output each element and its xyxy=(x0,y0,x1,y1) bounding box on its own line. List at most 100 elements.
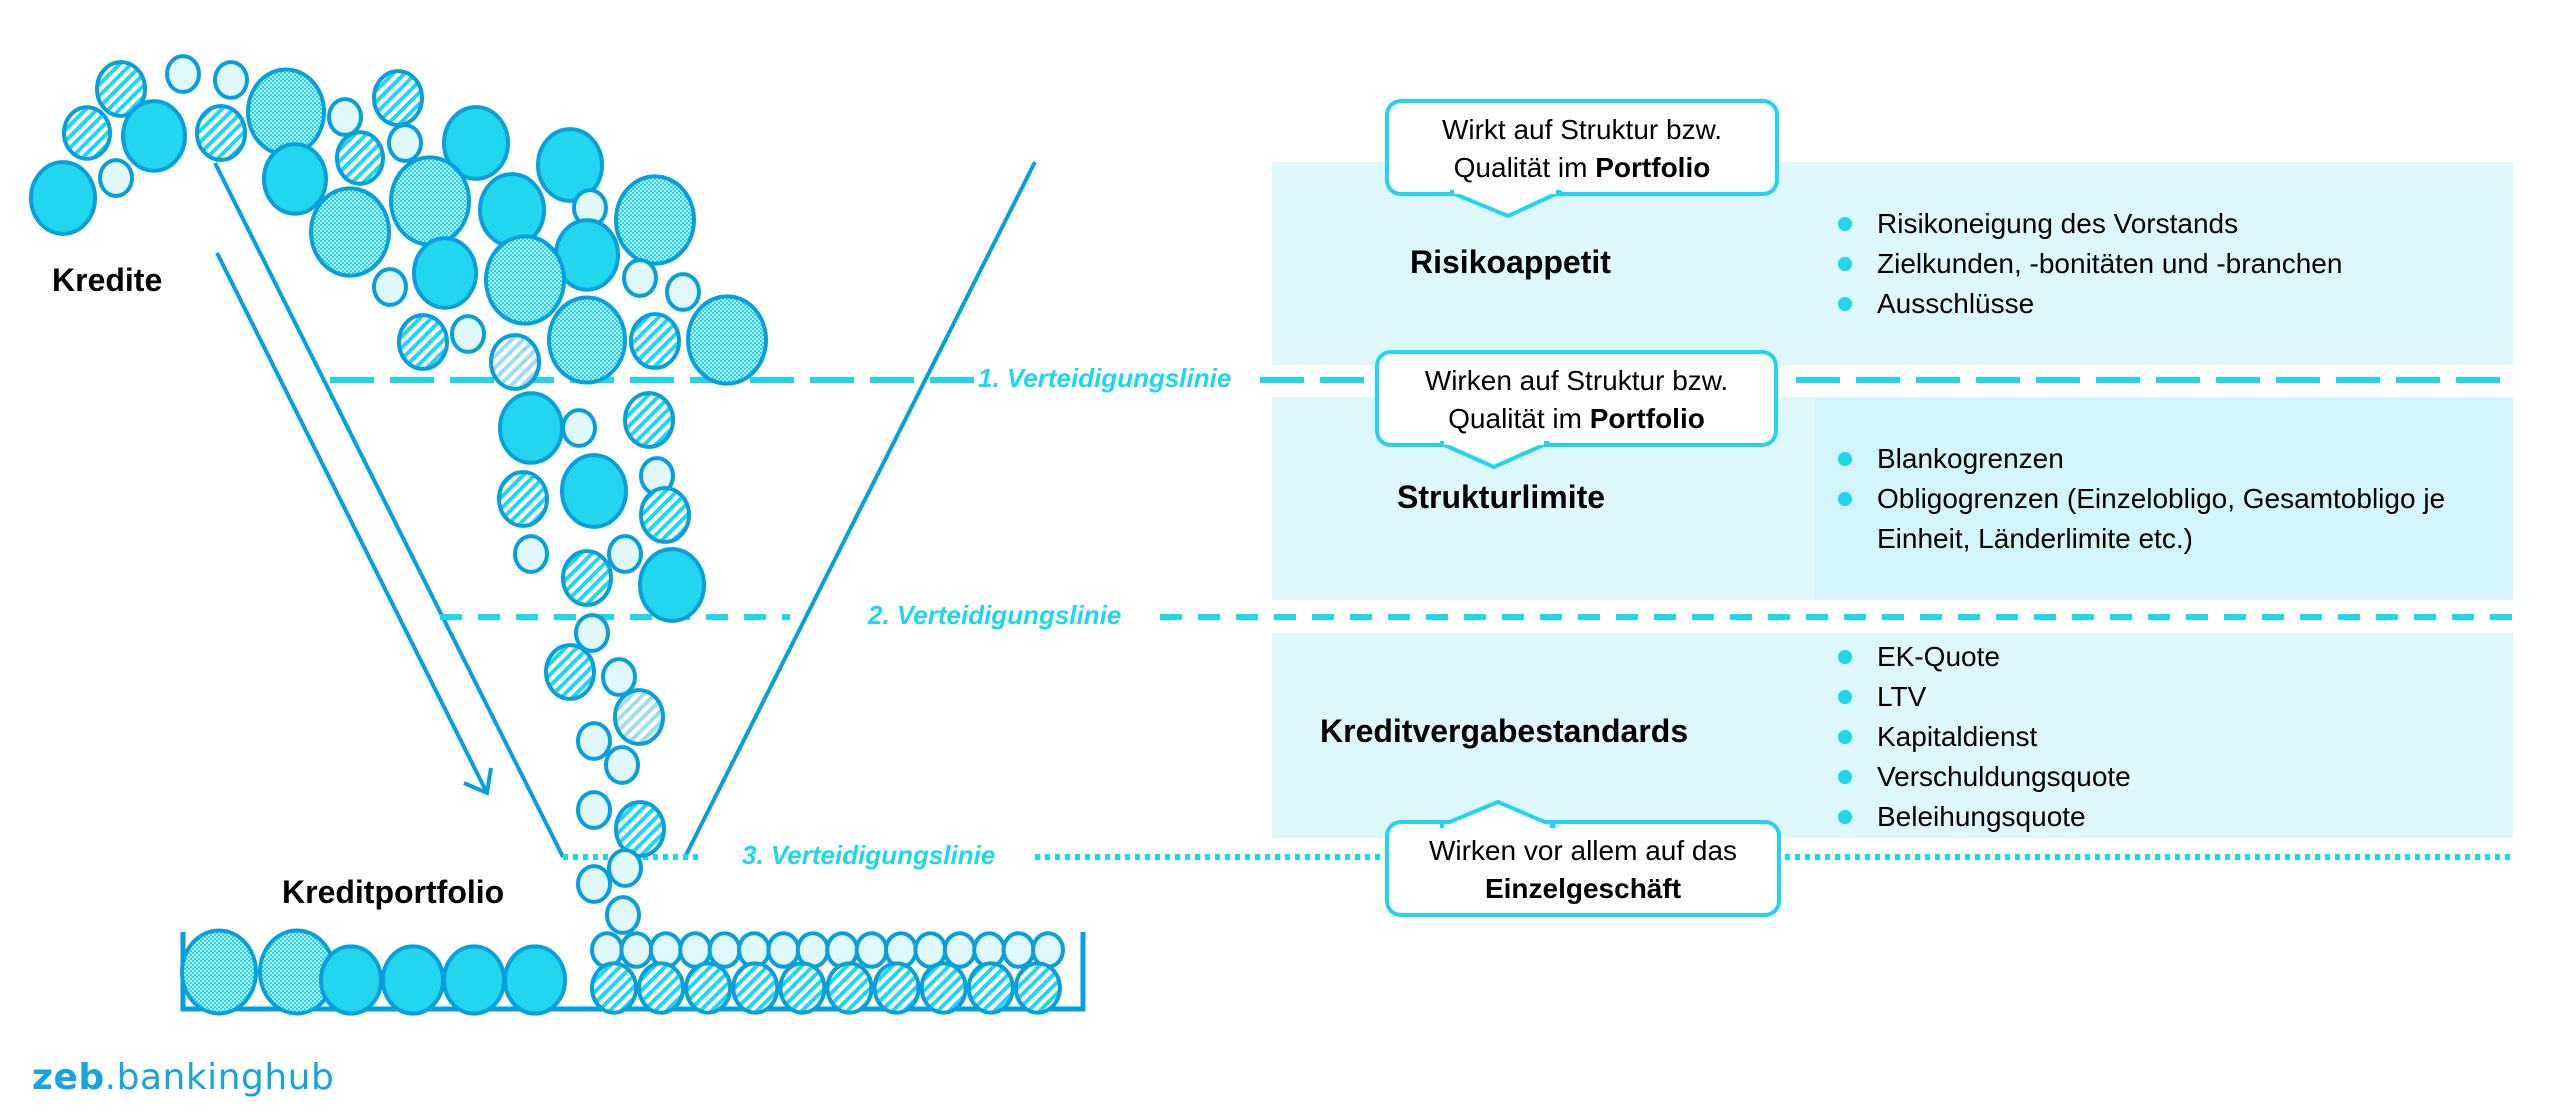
loan-circle-light xyxy=(604,745,640,785)
band-title: Strukturlimite xyxy=(1397,479,1606,515)
callout-lending-standards: Wirken vor allem auf das Einzelgeschäft xyxy=(1385,820,1781,917)
logo-dot: . xyxy=(104,1057,117,1098)
loan-circle-light xyxy=(513,534,549,574)
loan-circle-light xyxy=(98,158,134,198)
loan-circle-light xyxy=(213,60,249,100)
loan-circle-solid xyxy=(503,944,567,1016)
loan-circle-light xyxy=(854,931,889,969)
callout-line: Qualität im Portfolio xyxy=(1389,149,1775,187)
callout-tail xyxy=(1450,190,1562,218)
callout-risk-appetite: Wirkt auf Struktur bzw. Qualität im Port… xyxy=(1385,99,1779,196)
bullet-item: Blankogrenzen xyxy=(1832,439,2492,479)
funnel-icon xyxy=(213,161,1037,858)
band-lending-standards: Kreditvergabestandards EK-Quote LTV Kapi… xyxy=(1272,633,2513,838)
loan-circle-stripe xyxy=(497,470,549,528)
band-structure-limits: Strukturlimite Blankogrenzen Obligogrenz… xyxy=(1272,397,2513,600)
loan-circle-dotted xyxy=(614,174,696,266)
loan-circle-solid xyxy=(498,391,564,465)
loan-circle-light xyxy=(561,408,597,448)
loan-circle-solid xyxy=(29,160,97,236)
loan-circle-stripe xyxy=(95,60,147,118)
funnel-left-edge xyxy=(213,162,565,858)
callout-emphasis: Portfolio xyxy=(1589,403,1705,434)
loan-circle-solid xyxy=(319,944,383,1016)
loan-circle-solid xyxy=(536,127,604,203)
loan-circle-solid xyxy=(560,453,628,529)
loan-circle-solid xyxy=(442,944,506,1016)
loan-circle-solid xyxy=(381,944,445,1016)
loan-circle-light xyxy=(942,931,977,969)
funnel-right-edge xyxy=(683,161,1037,858)
loan-circle-stripe xyxy=(195,104,247,162)
loan-circle-stripe xyxy=(614,800,666,858)
defense-line-label-3: 3. Verteidigungslinie xyxy=(742,840,996,870)
loan-circle-light xyxy=(648,931,683,969)
loan-circle-solid xyxy=(412,236,478,310)
bullet-item: LTV xyxy=(1832,677,2131,717)
portfolio-label: Kreditportfolio xyxy=(282,874,505,910)
loan-circle-solid xyxy=(121,99,187,173)
loan-circle-stripe xyxy=(590,961,638,1015)
band-title: Risikoappetit xyxy=(1410,244,1611,280)
loan-circle-solid xyxy=(442,105,510,181)
loan-circle-dotted xyxy=(484,234,566,326)
loan-circle-light xyxy=(607,534,643,574)
logo-brand: zeb xyxy=(32,1057,105,1098)
zeb-bankinghub-logo: zeb.bankinghub xyxy=(32,1057,334,1098)
loan-circle-light xyxy=(576,864,612,904)
loans-label: Kredite xyxy=(52,262,163,298)
loan-circle-stripe xyxy=(637,961,686,1015)
bullet-list: Risikoneigung des Vorstands Zielkunden, … xyxy=(1832,204,2342,324)
callout-emphasis: Portfolio xyxy=(1595,152,1711,183)
loan-circle-dotted xyxy=(309,186,391,278)
callout-tail xyxy=(1440,441,1550,469)
callout-line: Wirken vor allem auf das xyxy=(1428,835,1738,866)
loan-circle-light xyxy=(372,267,408,307)
logo-product: bankinghub xyxy=(116,1057,335,1098)
loan-circle-light xyxy=(327,97,363,137)
loan-circle-light xyxy=(607,848,643,888)
loan-circle-light xyxy=(576,721,612,761)
bullet-item: Ausschlüsse xyxy=(1832,284,2342,324)
loan-circle-light xyxy=(165,54,201,94)
loan-circle-stripe-light xyxy=(613,688,665,746)
bullet-item: Beleihungsquote xyxy=(1832,797,2131,837)
loan-circle-stripe xyxy=(397,313,449,371)
loan-circle-dotted xyxy=(547,295,627,385)
loan-circle-stripe xyxy=(639,486,691,544)
loan-circle-light xyxy=(601,657,637,697)
bullet-item: Risikoneigung des Vorstands xyxy=(1832,204,2342,244)
loan-circle-stripe xyxy=(1013,961,1062,1015)
loan-circle-light xyxy=(387,123,423,163)
defense-line-label-1: 1. Verteidigungslinie xyxy=(978,363,1232,393)
loan-circle-stripe xyxy=(623,391,675,449)
bullet-item: Obligogrenzen (Einzelobligo, Gesamtoblig… xyxy=(1832,479,2492,559)
bullet-item: Kapitaldienst xyxy=(1832,717,2131,757)
loan-circle-light xyxy=(622,258,658,298)
arrow-down-right-icon xyxy=(215,252,493,796)
bullet-item: Zielkunden, -bonitäten und -branchen xyxy=(1832,244,2342,284)
callout-emphasis: Einzelgeschäft xyxy=(1484,873,1682,904)
loan-circle-dotted xyxy=(180,928,258,1016)
callout-structure-limits: Wirken auf Struktur bzw. Qualität im Por… xyxy=(1375,350,1778,447)
callout-line: Qualität im Portfolio xyxy=(1379,400,1774,438)
loan-circle-light xyxy=(574,613,610,653)
loan-circle-dotted xyxy=(389,155,471,247)
callout-line: Wirkt auf Struktur bzw. xyxy=(1441,114,1723,145)
loan-circle-light xyxy=(1001,931,1036,969)
loan-circle-light xyxy=(884,931,918,969)
callout-text: Qualität im xyxy=(1453,152,1596,183)
loan-circle-light xyxy=(707,931,742,969)
bullet-list: EK-Quote LTV Kapitaldienst Verschuldungs… xyxy=(1832,637,2131,837)
loan-circle-light xyxy=(665,272,701,312)
loan-circle-light xyxy=(766,931,801,969)
loan-circle-solid xyxy=(262,142,328,216)
loan-circle-solid xyxy=(638,547,706,623)
loan-circle-stripe xyxy=(684,961,733,1015)
bullet-list: Blankogrenzen Obligogrenzen (Einzeloblig… xyxy=(1832,439,2492,559)
callout-line: Wirken auf Struktur bzw. xyxy=(1424,365,1729,396)
callout-line: Einzelgeschäft xyxy=(1389,870,1777,908)
defense-line-label-2: 2. Verteidigungslinie xyxy=(868,600,1122,630)
